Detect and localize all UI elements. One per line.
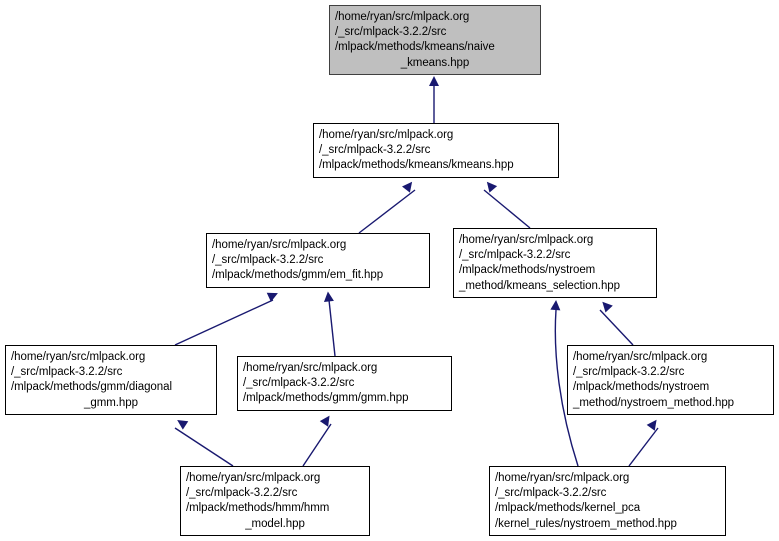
node-text-line: /kernel_rules/nystroem_method.hpp: [495, 517, 677, 530]
node-text-line: _method/nystroem_method.hpp: [573, 396, 735, 409]
node-text-line: _method/kmeans_selection.hpp: [459, 279, 620, 292]
kmeans-selection-node[interactable]: /home/ryan/src/mlpack.org /_src/mlpack-3.…: [453, 228, 657, 298]
node-text-line: /mlpack/methods/gmm/em_fit.hpp: [212, 269, 384, 282]
node-text-line: _gmm.hpp: [84, 396, 138, 409]
edge-line: [174, 299, 274, 346]
arrow-head-icon: [602, 301, 613, 313]
node-text-line: /home/ryan/src/mlpack.org: [335, 11, 470, 23]
node-text-line: /home/ryan/src/mlpack.org: [495, 472, 630, 484]
node-text-line: /_src/mlpack-3.2.2/src: [186, 487, 298, 500]
node-text-line: /home/ryan/src/mlpack.org: [573, 351, 708, 363]
edge-line: [628, 427, 659, 467]
edge-hmm-model-to-gmm: [302, 415, 332, 467]
node-text-line: /mlpack/methods/nystroem: [573, 381, 710, 394]
edge-line: [599, 309, 634, 346]
node-text-line: _model.hpp: [245, 517, 305, 530]
node-text-line: /mlpack/methods/nystroem: [459, 264, 596, 277]
arrow-head-icon: [177, 419, 189, 430]
node-text-line: /mlpack/methods/gmm/gmm.hpp: [243, 392, 409, 405]
edge-kmeans-selection-to-kmeans: [483, 181, 531, 229]
node-text-line: /mlpack/methods/hmm/hmm: [186, 502, 330, 515]
node-text-line: /_src/mlpack-3.2.2/src: [459, 249, 571, 262]
edge-line: [328, 299, 336, 357]
edge-line: [174, 427, 234, 467]
node-text-line: /mlpack/methods/kmeans/naive: [335, 41, 495, 54]
edge-nystroem-method-to-kmeans-selection: [599, 301, 634, 346]
node-text-line: _kmeans.hpp: [400, 56, 470, 69]
arrow-head-icon: [550, 300, 561, 311]
arrow-head-icon: [646, 419, 657, 431]
arrow-head-icon: [323, 291, 334, 302]
edge-line: [358, 189, 416, 234]
edge-diagonal-gmm-to-em-fit: [174, 292, 278, 346]
edge-line: [483, 189, 531, 229]
node-text-line: /_src/mlpack-3.2.2/src: [573, 366, 685, 379]
hmm-model-node[interactable]: /home/ryan/src/mlpack.org /_src/mlpack-3.…: [180, 466, 370, 536]
arrow-head-icon: [402, 181, 413, 193]
naive-kmeans-node[interactable]: /home/ryan/src/mlpack.org /_src/mlpack-3.…: [329, 5, 541, 75]
node-text-line: /mlpack/methods/gmm/diagonal: [11, 381, 172, 394]
edge-line: [302, 423, 332, 467]
node-text-line: /home/ryan/src/mlpack.org: [243, 362, 378, 374]
node-text-line: /_src/mlpack-3.2.2/src: [319, 144, 431, 157]
gmm-node[interactable]: /home/ryan/src/mlpack.org /_src/mlpack-3.…: [237, 356, 452, 411]
kmeans-node[interactable]: /home/ryan/src/mlpack.org /_src/mlpack-3.…: [313, 123, 559, 178]
node-text-line: /mlpack/methods/kernel_pca: [495, 502, 641, 515]
arrow-head-icon: [319, 415, 330, 427]
em-fit-node[interactable]: /home/ryan/src/mlpack.org /_src/mlpack-3.…: [206, 233, 430, 288]
node-text-line: /_src/mlpack-3.2.2/src: [495, 487, 607, 500]
node-text-line: /home/ryan/src/mlpack.org: [11, 351, 146, 363]
edge-kernel-pca-to-nystroem-method: [628, 419, 659, 467]
node-text-line: /mlpack/methods/kmeans/kmeans.hpp: [319, 159, 514, 172]
arrow-head-icon: [429, 76, 439, 86]
edge-em-fit-to-kmeans: [358, 181, 416, 234]
edge-kmeans-to-naive-kmeans: [429, 76, 439, 123]
kernel-pca-nystroem-method-node[interactable]: /home/ryan/src/mlpack.org /_src/mlpack-3.…: [489, 466, 726, 536]
node-text-line: /home/ryan/src/mlpack.org: [319, 129, 454, 141]
arrow-head-icon: [486, 181, 498, 193]
node-text-line: /home/ryan/src/mlpack.org: [212, 239, 347, 251]
nystroem-method-node[interactable]: /home/ryan/src/mlpack.org /_src/mlpack-3.…: [567, 345, 774, 415]
node-text-line: /_src/mlpack-3.2.2/src: [212, 254, 324, 267]
diagonal-gmm-node[interactable]: /home/ryan/src/mlpack.org /_src/mlpack-3.…: [5, 345, 217, 415]
node-text-line: /_src/mlpack-3.2.2/src: [335, 26, 447, 39]
node-text-line: /home/ryan/src/mlpack.org: [459, 234, 594, 246]
node-text-line: /home/ryan/src/mlpack.org: [186, 472, 321, 484]
edge-gmm-to-em-fit: [323, 291, 336, 357]
arrow-head-icon: [266, 292, 278, 302]
node-text-line: /_src/mlpack-3.2.2/src: [11, 366, 123, 379]
node-text-line: /_src/mlpack-3.2.2/src: [243, 377, 355, 390]
edge-hmm-model-to-diagonal-gmm: [174, 419, 234, 467]
